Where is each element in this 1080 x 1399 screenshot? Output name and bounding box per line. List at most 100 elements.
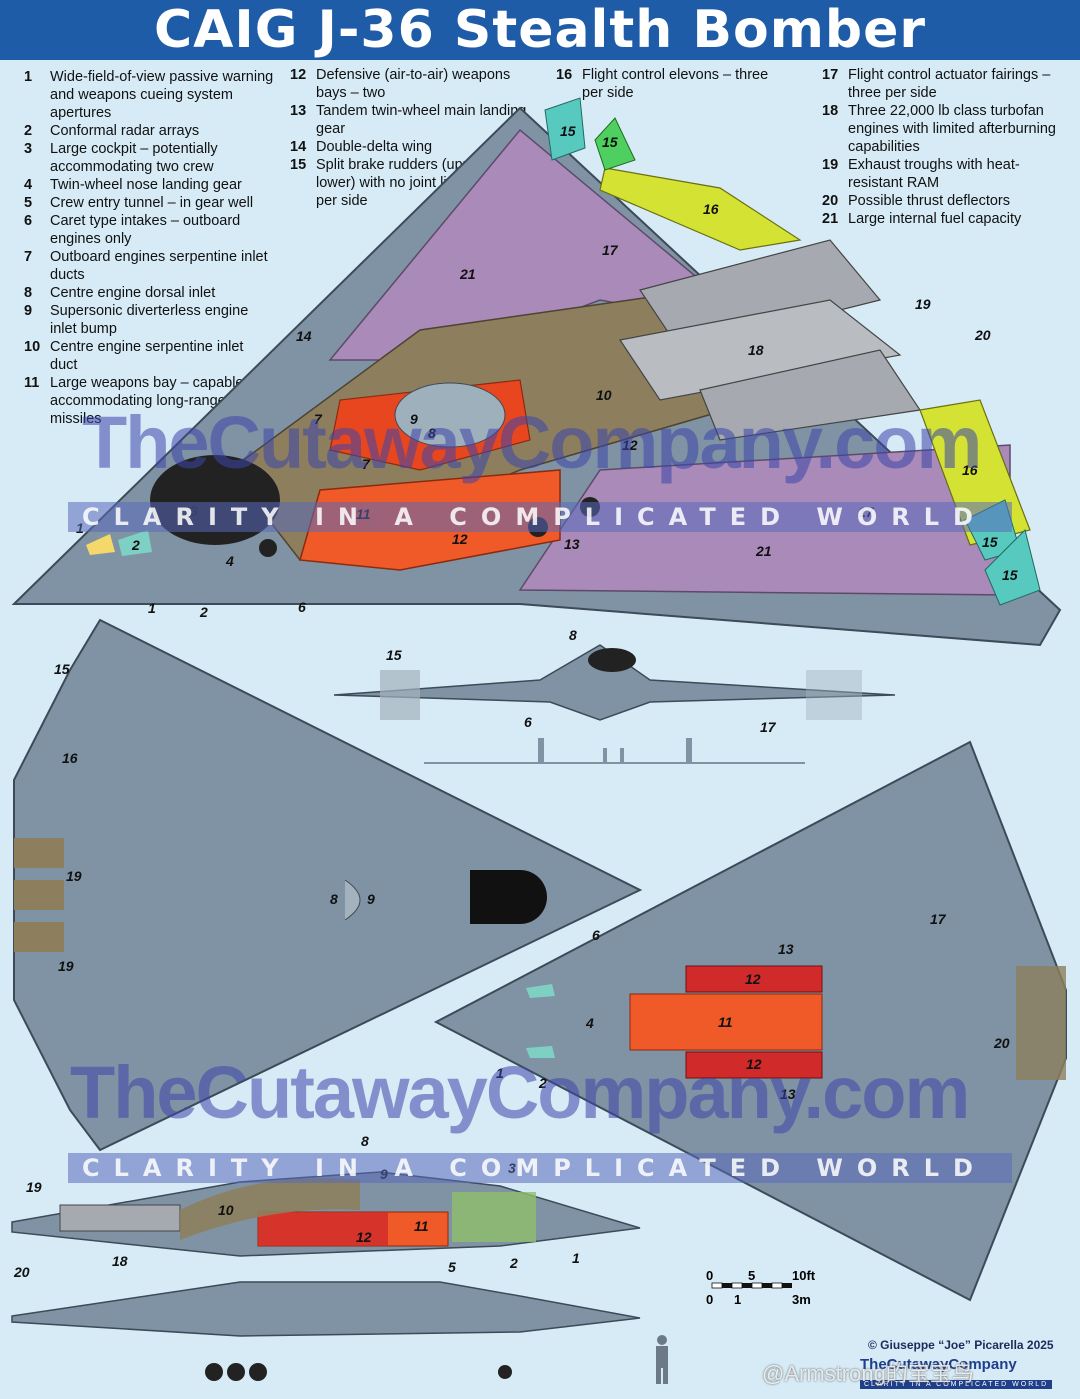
- side-callout-2: 2: [509, 1255, 518, 1271]
- front-callout-17: 17: [760, 719, 777, 735]
- cutaway-callout-19: 19: [915, 296, 931, 312]
- cutaway-callout-12: 12: [452, 531, 468, 547]
- cutaway-callout-16: 16: [703, 201, 719, 217]
- cutaway-callout-4: 4: [225, 553, 234, 569]
- key-number: 19: [822, 157, 839, 173]
- cutaway-callout-1: 1: [76, 520, 84, 536]
- scale-bar: 0 5 10ft 0 1 3m: [706, 1268, 816, 1307]
- key-text: Flight control actuator fairings – three…: [848, 67, 1051, 101]
- radar-array: [118, 530, 152, 556]
- front-rudder-right: [806, 670, 862, 720]
- side-callout-1: 1: [572, 1250, 580, 1266]
- cutaway-callout-2: 2: [131, 537, 140, 553]
- key-text: Tandem twin-wheel main landing gear: [316, 103, 527, 137]
- top-callout-16: 16: [62, 750, 78, 766]
- key-item-17: 17 Flight control actuator fairings – thr…: [822, 66, 1072, 102]
- key-text: Crew entry tunnel – in gear well: [50, 195, 254, 211]
- scale-ft-0: 0: [706, 1268, 713, 1283]
- copyright-credit: © Giuseppe “Joe” Picarella 2025: [868, 1338, 1054, 1352]
- key-number: 20: [822, 193, 839, 209]
- cutaway-callout-1: 1: [148, 600, 156, 616]
- top-callout-9: 9: [367, 891, 375, 907]
- side-cockpit-section: [452, 1192, 536, 1242]
- top-inlet-bump: [344, 879, 361, 921]
- side-defensive-bay: [258, 1212, 388, 1246]
- cutaway-callout-2: 2: [199, 604, 208, 620]
- human-scale-figure: [656, 1335, 668, 1384]
- elevons-upper: [599, 167, 802, 251]
- key-text: Possible thrust deflectors: [848, 193, 1010, 209]
- bottom-weapons-bay: [629, 993, 823, 1051]
- cutaway-callout-8: 8: [428, 425, 436, 441]
- bottom-callout-12: 12: [746, 1056, 762, 1072]
- side-view-exterior: [11, 1281, 668, 1384]
- key-text: Double-delta wing: [316, 139, 433, 155]
- key-text: Centre engine dorsal inlet: [50, 285, 216, 301]
- key-item-11: 11 Large weapons bay – capable of accommo…: [24, 374, 274, 428]
- side-callout-3: 3: [508, 1160, 516, 1176]
- key-text: Three 22,000 lb class turbofan engines w…: [848, 103, 1056, 155]
- key-number: 6: [24, 213, 33, 229]
- cutaway-callout-21: 21: [755, 543, 772, 559]
- bottom-callout-12: 12: [745, 971, 761, 987]
- key-text: Flight control elevons – three per side: [582, 67, 769, 101]
- scale-ft-5: 5: [748, 1268, 755, 1283]
- bottom-callout-11: 11: [718, 1014, 733, 1030]
- side-duct: [180, 1178, 360, 1240]
- side-view-cutaway: [11, 1171, 641, 1257]
- cutaway-callout-15: 15: [1002, 567, 1018, 583]
- key-number: 14: [290, 139, 307, 155]
- key-column-4: 17 Flight control actuator fairings – thr…: [822, 66, 1072, 228]
- scale-ft-10: 10ft: [792, 1268, 816, 1283]
- bottom-callout-17: 17: [930, 911, 947, 927]
- company-tagline: CLARITY IN A COMPLICATED WORLD: [860, 1380, 1053, 1389]
- side-callout-19: 19: [26, 1179, 42, 1195]
- cutaway-callout-15: 15: [982, 534, 998, 550]
- side-callout-18: 18: [112, 1253, 128, 1269]
- side-callout-10: 10: [218, 1202, 234, 1218]
- cutaway-callout-16: 16: [962, 462, 978, 478]
- cutaway-callout-11: 11: [356, 506, 371, 522]
- rudder-upper-2: [594, 117, 636, 171]
- key-text: Large internal fuel capacity: [848, 211, 1022, 227]
- key-text: Caret type intakes – outboard engines on…: [50, 213, 241, 247]
- key-number: 4: [24, 177, 33, 193]
- key-number: 12: [290, 67, 307, 83]
- key-number: 11: [24, 375, 40, 391]
- key-text: Large weapons bay – capable of accommoda…: [50, 375, 260, 427]
- key-text: Defensive (air-to-air) weapons bays – tw…: [316, 67, 511, 101]
- front-cockpit: [588, 648, 636, 672]
- front-airframe: [333, 644, 896, 721]
- key-number: 17: [822, 67, 839, 83]
- dorsal-inlet: [394, 382, 506, 448]
- top-callout-3: 3: [486, 874, 494, 890]
- bottom-callout-13: 13: [778, 941, 794, 957]
- bottom-callout-13: 13: [780, 1086, 796, 1102]
- cockpit-canopy: [150, 455, 280, 545]
- side-callout-11: 11: [414, 1218, 429, 1234]
- top-airframe: [13, 618, 643, 1152]
- bottom-exhausts: [1016, 966, 1066, 1080]
- key-item-18: 18 Three 22,000 lb class turbofan engines…: [822, 102, 1072, 156]
- key-number: 18: [822, 103, 839, 119]
- bottom-callout-6: 6: [592, 927, 600, 943]
- cutaway-callout-13: 13: [564, 536, 580, 552]
- key-text: Conformal radar arrays: [50, 123, 200, 139]
- bottom-defensive-bay-1: [685, 965, 823, 993]
- side-callout-5: 5: [448, 1259, 456, 1275]
- cutaway-callout-21: 21: [459, 266, 476, 282]
- key-text: Twin-wheel nose landing gear: [50, 177, 242, 193]
